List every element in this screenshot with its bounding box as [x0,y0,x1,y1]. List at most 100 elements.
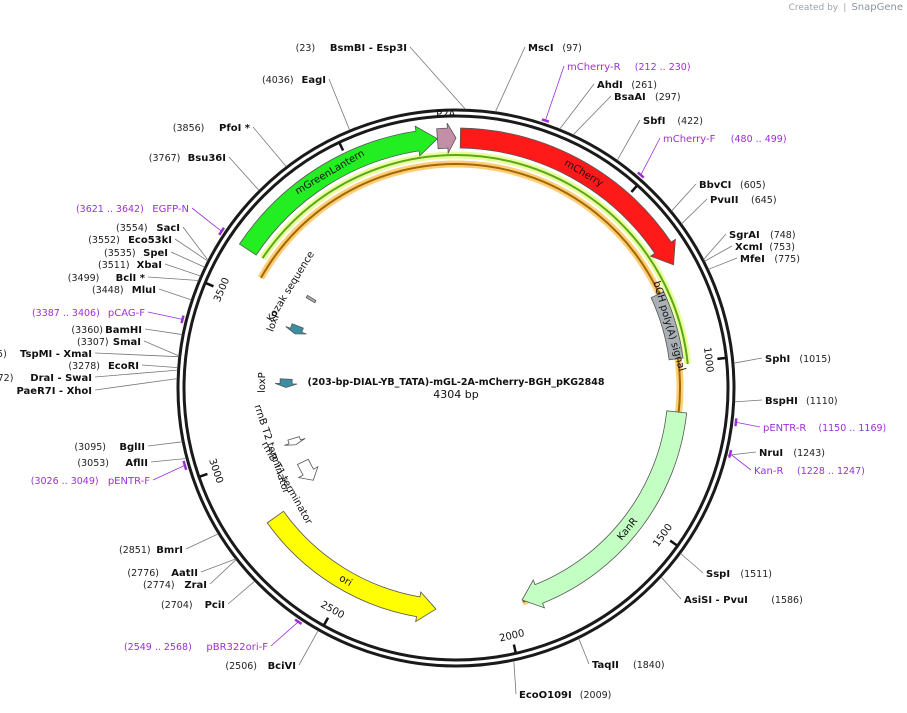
enzyme-site-sgrai[interactable]: SgrAI(748) [729,230,796,241]
feature-kanr-4[interactable] [521,410,688,609]
enzyme-site-mfei[interactable]: MfeI(775) [740,254,800,265]
enzyme-pos-sgrai: (748) [770,230,796,241]
site-line-bsphi [734,399,763,403]
enzyme-site-xcmi[interactable]: XcmI(753) [735,242,795,253]
feature-loxp-9[interactable] [285,323,307,335]
site-line-mfei [708,257,738,270]
enzyme-name-bbvci: BbvCI [699,180,731,191]
backbone-outer-strand [176,108,736,668]
feature-loxp-8[interactable] [274,378,298,388]
site-line-saci [182,226,209,261]
enzyme-name-taqii: TaqII [592,660,619,671]
enzyme-site-smai[interactable]: SmaI(3307) [77,337,141,348]
feature-mcherry-0[interactable] [459,127,676,266]
feature-p2a-2[interactable] [436,122,457,155]
site-line-taqii [578,638,590,665]
enzyme-site-mlui[interactable]: MluI(3448) [92,285,156,296]
enzyme-site-bsmbi[interactable]: BsmBI - Esp3I(23) [296,43,407,54]
primer-pentr-r[interactable]: pENTR-R(1150 .. 1169) [763,423,886,434]
enzyme-pos-spei: (3535) [104,248,136,259]
feature-label-loxp-8: loxP [257,372,269,393]
feature-bgh-poly-a-signal-3[interactable] [650,291,684,361]
enzyme-site-bsu36i[interactable]: Bsu36I(3767) [149,153,226,164]
enzyme-name-msci: MscI [528,43,554,54]
feature-rrnb-t1-terminator-6[interactable] [296,458,319,481]
feature-label-p2a-2: P2A [436,109,456,121]
enzyme-site-pcii[interactable]: PciI(2704) [161,600,225,611]
enzyme-site-saci[interactable]: SacI(3554) [116,223,180,234]
enzyme-name-eco53ki: Eco53kI [128,235,172,246]
primer-mark-egfp-n [218,227,225,236]
enzyme-site-xbai[interactable]: XbaI(3511) [98,260,162,271]
enzyme-site-aflii[interactable]: AflII(3053) [77,458,148,469]
primer-egfp-n[interactable]: EGFP-N(3621 .. 3642) [76,204,189,215]
enzyme-site-aatii[interactable]: AatII(2776) [127,568,198,579]
enzyme-site-bbvci[interactable]: BbvCI(605) [699,180,766,191]
site-line-bbvci [671,183,697,212]
enzyme-pos-nrui: (1243) [793,448,825,459]
enzyme-site-bcivi[interactable]: BciVI(2506) [225,661,296,672]
enzyme-pos-sphi: (1015) [799,354,831,365]
primer-mcherry-r[interactable]: mCherry-R(212 .. 230) [567,62,691,73]
feature-ori-5[interactable] [266,510,437,623]
tick-label-1500: 1500 [651,522,675,549]
enzyme-site-pvuii[interactable]: PvuII(645) [710,195,777,206]
enzyme-site-tspmi[interactable]: TspMI - XmaI(3305) [0,349,92,360]
enzyme-site-bmri[interactable]: BmrI(2851) [119,545,183,556]
enzyme-site-bsaai[interactable]: BsaAI(297) [614,92,681,103]
enzyme-name-ahdi: AhdI [597,80,623,91]
enzyme-site-ecori[interactable]: EcoRI(3278) [68,361,139,372]
enzyme-site-zrai[interactable]: ZraI(2774) [143,580,207,591]
enzyme-site-bcli[interactable]: BclI *(3499) [68,273,146,284]
site-line-sgrai [703,233,727,260]
primer-pbr322ori-f[interactable]: pBR322ori-F(2549 .. 2568) [124,642,268,653]
enzyme-site-msci[interactable]: MscI(97) [528,43,582,54]
feature-rrnb-t2-terminator-7[interactable] [284,436,306,446]
enzyme-site-bglii[interactable]: BglII(3095) [74,442,145,453]
primer-name-egfp-n: EGFP-N [152,204,189,215]
primer-line-pbr322ori-f [270,621,299,647]
tick-mark-500 [630,185,638,193]
enzyme-site-asisi[interactable]: AsiSI - PvuI(1586) [684,595,803,606]
enzyme-site-eco53ki[interactable]: Eco53kI (3552) [88,235,172,246]
enzyme-site-pfoi[interactable]: PfoI *(3856) [173,123,251,134]
enzyme-pos-sbfi: (422) [677,116,703,127]
enzyme-site-sbfi[interactable]: SbfI(422) [643,116,703,127]
enzyme-site-eagi[interactable]: EagI(4036) [262,75,326,86]
primer-name-mcherry-r: mCherry-R [567,62,621,73]
enzyme-name-sspi: SspI [706,569,730,580]
primer-kan-r[interactable]: Kan-R(1228 .. 1247) [754,466,865,477]
enzyme-site-taqii[interactable]: TaqII(1840) [592,660,665,671]
enzyme-name-ecori: EcoRI [108,361,139,372]
enzyme-pos-sspi: (1511) [740,569,772,580]
primer-mcherry-f[interactable]: mCherry-F(480 .. 499) [663,134,787,145]
enzyme-site-ecoo109i[interactable]: EcoO109I(2009) [519,690,611,701]
enzyme-pos-pvuii: (645) [751,195,777,206]
feature-kozak-sequence-10[interactable] [305,294,317,304]
enzyme-site-bamhi[interactable]: BamHI(3360) [71,325,142,336]
enzyme-name-bcli: BclI * [116,273,146,284]
tick-mark-2000 [512,644,517,653]
enzyme-name-drai: DraI - SwaI [30,373,92,384]
enzyme-name-eagi: EagI [302,75,326,86]
enzyme-site-paer7i[interactable]: PaeR7I - XhoI(3251) [0,386,92,397]
enzyme-site-drai[interactable]: DraI - SwaI(3272) [0,373,92,384]
enzyme-site-nrui[interactable]: NruI(1243) [759,448,825,459]
site-line-bglii [147,441,183,447]
primer-pentr-f[interactable]: pENTR-F(3026 .. 3049) [31,476,150,487]
enzyme-site-bsphi[interactable]: BspHI(1110) [765,396,838,407]
enzyme-site-sphi[interactable]: SphI(1015) [765,354,831,365]
primer-pcag-f[interactable]: pCAG-F(3387 .. 3406) [32,308,145,319]
enzyme-pos-zrai: (2774) [143,580,175,591]
enzyme-site-spei[interactable]: SpeI(3535) [104,248,168,259]
enzyme-name-bmri: BmrI [156,545,183,556]
enzyme-name-bsmbi: BsmBI - Esp3I [330,43,407,54]
primer-range-pbr322ori-f: (2549 .. 2568) [124,642,192,653]
backbone-inner-strand [182,114,730,662]
enzyme-site-ahdi[interactable]: AhdI(261) [597,80,657,91]
enzyme-name-xbai: XbaI [137,260,162,271]
enzyme-site-sspi[interactable]: SspI (1511) [706,569,772,580]
site-line-eagi [328,78,350,131]
enzyme-pos-eco53ki: (3552) [88,235,120,246]
